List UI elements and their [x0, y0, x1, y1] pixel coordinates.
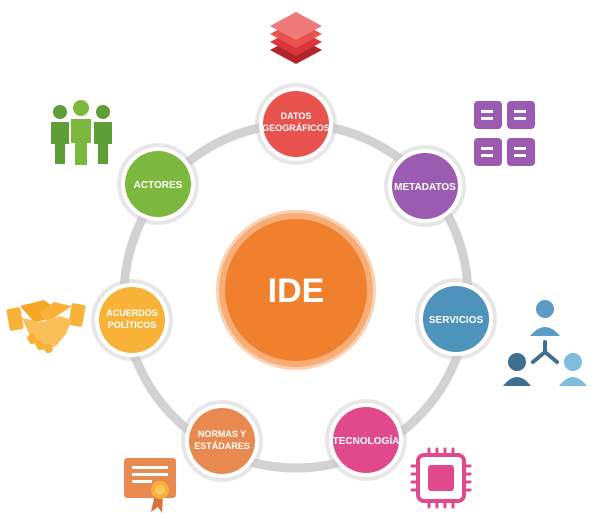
certificate-icon	[124, 458, 176, 513]
chip-icon	[410, 447, 472, 509]
network-users-icon	[503, 300, 587, 386]
center-node: IDE	[216, 210, 376, 370]
node-actores: ACTORES	[117, 143, 199, 225]
node-label-line: POLÍTICOS	[108, 320, 157, 330]
node-label-line: SERVICIOS	[429, 315, 484, 326]
layers-icon	[270, 12, 322, 64]
center-label: IDE	[268, 272, 325, 310]
metadata-cards-icon	[474, 101, 535, 166]
node-label-line: DATOS	[281, 111, 312, 121]
node-normas-estandares: NORMAS Y ESTÁDARES	[181, 400, 263, 482]
node-label-line: METADATOS	[394, 182, 456, 193]
node-datos-geograficos: DATOS GEOGRÁFICOS	[255, 83, 337, 165]
node-label-line: ESTÁDARES	[194, 441, 250, 451]
node-metadatos: METADATOS	[384, 145, 466, 227]
node-label-line: ACUERDOS	[106, 308, 158, 318]
node-label-line: ACTORES	[134, 180, 183, 191]
handshake-icon	[6, 300, 86, 354]
node-tecnologia: TECNOLOGÍA	[325, 399, 407, 481]
node-label-line: NORMAS Y	[198, 429, 246, 439]
people-icon	[51, 100, 112, 165]
node-servicios: SERVICIOS	[415, 278, 497, 360]
node-label-line: GEOGRÁFICOS	[262, 123, 330, 133]
node-acuerdos-politicos: ACUERDOS POLÍTICOS	[91, 279, 173, 361]
node-label-line: TECNOLOGÍA	[333, 434, 400, 447]
